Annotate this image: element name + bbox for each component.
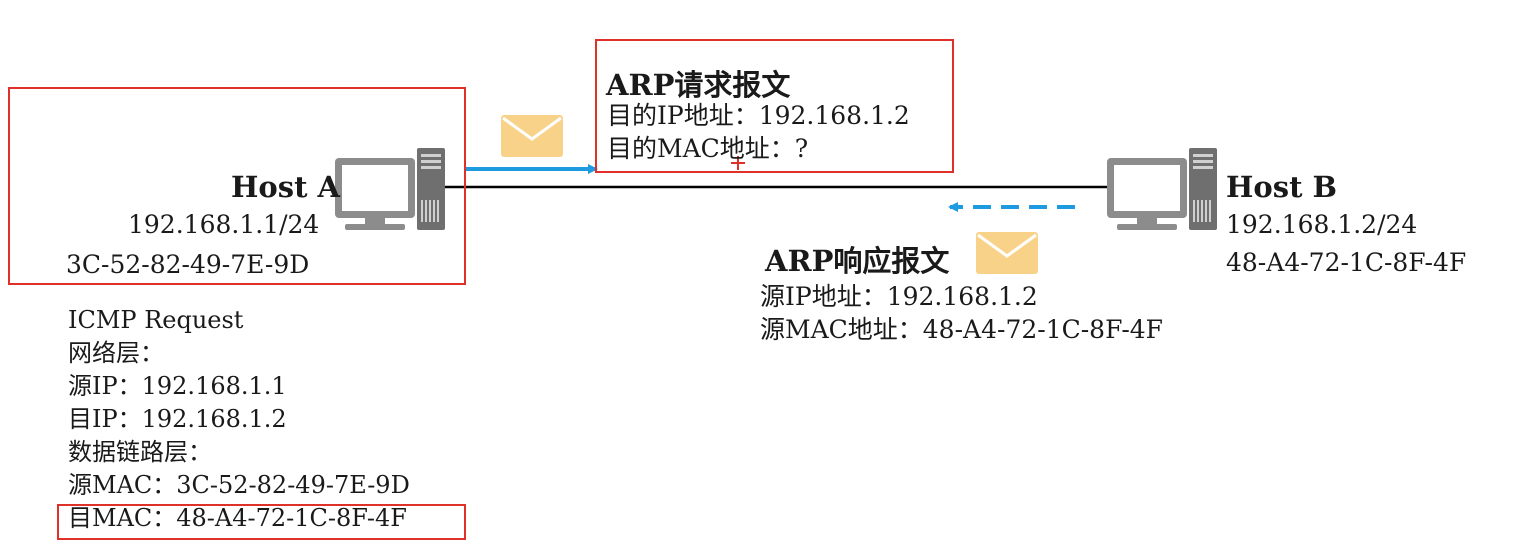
- icmp-datalink-layer: 数据链路层：: [68, 438, 212, 466]
- arp-request-dest-mac: 目的MAC地址：?: [607, 134, 809, 163]
- host-b-mac: 48-A4-72-1C-8F-4F: [1226, 248, 1467, 277]
- envelope-icon: [499, 113, 565, 159]
- host-a-name: Host A: [231, 170, 341, 204]
- arp-request-title: ARP请求报文: [606, 68, 791, 102]
- host-a-highlight-box: [8, 87, 466, 285]
- arp-request-dest-ip: 目的IP地址：192.168.1.2: [607, 101, 910, 130]
- icmp-src-mac: 源MAC：3C-52-82-49-7E-9D: [68, 471, 410, 499]
- computer-icon: [1107, 148, 1217, 230]
- icmp-dest-mac: 目MAC：48-A4-72-1C-8F-4F: [68, 504, 407, 532]
- icmp-src-ip: 源IP：192.168.1.1: [68, 372, 287, 400]
- arp-reply-src-ip: 源IP地址：192.168.1.2: [760, 282, 1038, 311]
- host-b-ip: 192.168.1.2/24: [1226, 210, 1418, 239]
- envelope-icon: [974, 230, 1040, 276]
- arp-request-box: [595, 39, 954, 173]
- arp-reply-title: ARP响应报文: [765, 244, 950, 278]
- cursor-cross-icon: [731, 156, 745, 170]
- dest-mac-highlight-box: [57, 504, 466, 540]
- icmp-dest-ip: 目IP：192.168.1.2: [68, 405, 287, 433]
- host-b-name: Host B: [1226, 170, 1338, 204]
- host-a-mac: 3C-52-82-49-7E-9D: [66, 250, 310, 279]
- icmp-info-block: ICMP Request 网络层： 源IP：192.168.1.1 目IP：19…: [68, 304, 410, 535]
- host-a-ip: 192.168.1.1/24: [128, 210, 320, 239]
- icmp-title: ICMP Request: [68, 306, 244, 334]
- icmp-network-layer: 网络层：: [68, 339, 164, 367]
- arp-reply-src-mac: 源MAC地址：48-A4-72-1C-8F-4F: [760, 315, 1164, 344]
